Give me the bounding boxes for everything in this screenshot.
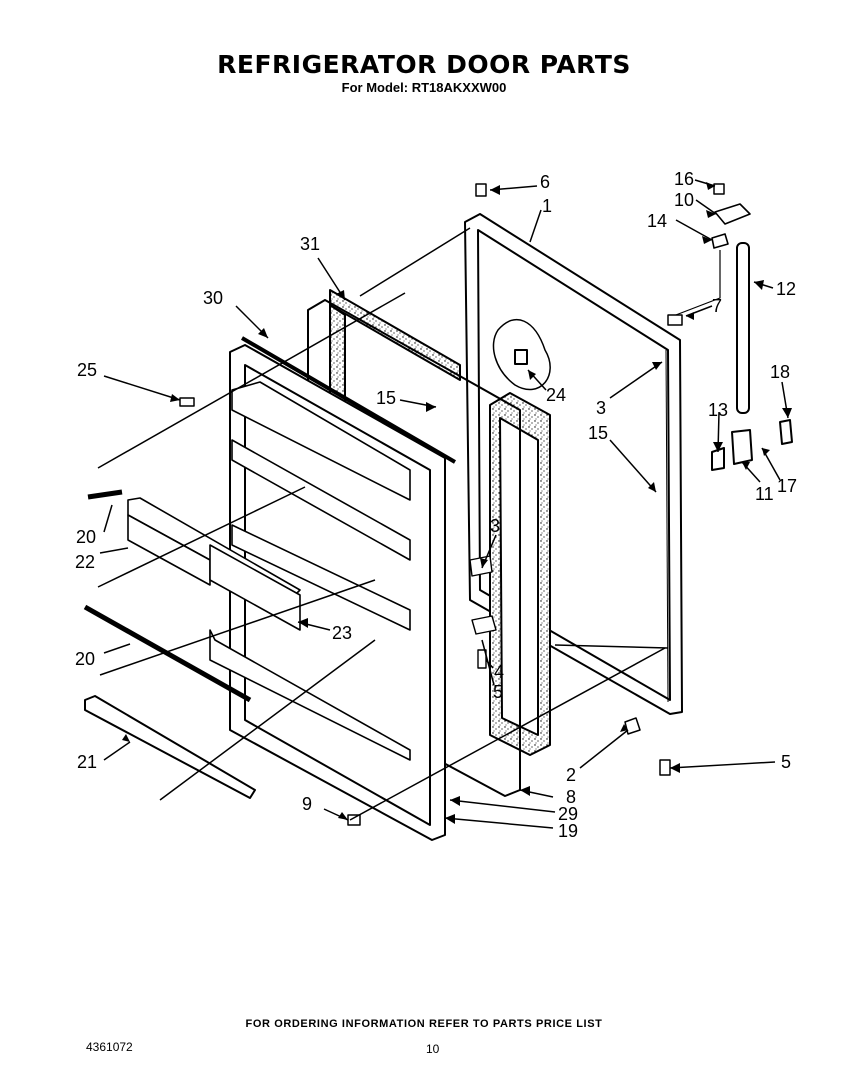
callout-15a: 15: [376, 388, 396, 408]
callout-15b: 15: [588, 423, 608, 443]
callout-29: 29: [558, 804, 578, 824]
model-subtitle: For Model: RT18AKXXW00: [341, 80, 507, 95]
hinge-cover-rod: [736, 242, 750, 414]
callout-12: 12: [776, 279, 796, 299]
callout-9: 9: [302, 794, 312, 814]
inner-liner-shelves: [209, 381, 411, 761]
callout-25: 25: [77, 360, 97, 380]
callout-31: 31: [300, 234, 320, 254]
callout-21: 21: [77, 752, 97, 772]
callout-13: 13: [708, 400, 728, 420]
shelf-retainer-bar-upper: [87, 489, 123, 500]
callout-5a: 5: [493, 682, 503, 702]
callout-20a: 20: [76, 527, 96, 547]
top-hinge-assembly: [667, 203, 751, 319]
leader-arrowheads: [122, 182, 792, 824]
shelf-retainer-bar-middle: [83, 604, 252, 703]
page-title: REFRIGERATOR DOOR PARTS: [217, 50, 631, 79]
callout-14: 14: [647, 211, 667, 231]
hinge-bushing: [711, 447, 725, 471]
callout-5b: 5: [781, 752, 791, 772]
callout-10: 10: [674, 190, 694, 210]
callout-22: 22: [75, 552, 95, 572]
page-number: 10: [426, 1042, 440, 1056]
callout-6: 6: [540, 172, 550, 192]
hinge-cap: [779, 419, 793, 445]
ordering-info-note: FOR ORDERING INFORMATION REFER TO PARTS …: [245, 1018, 603, 1030]
callout-16: 16: [674, 169, 694, 189]
callout-11: 11: [755, 484, 774, 504]
door-stop-hardware: [469, 555, 497, 669]
callout-18: 18: [770, 362, 790, 382]
door-shelf-bottom: [84, 695, 256, 799]
callout-23: 23: [332, 623, 352, 643]
callout-30: 30: [203, 288, 223, 308]
callout-20b: 20: [75, 649, 95, 669]
callout-7: 7: [712, 296, 722, 316]
callout-2: 2: [566, 765, 576, 785]
callout-3b: 3: [490, 516, 500, 536]
callout-4: 4: [494, 662, 504, 682]
callout-19: 19: [558, 821, 578, 841]
breaker-strip: [240, 336, 457, 464]
door-bin-lower: [209, 544, 301, 631]
callout-8: 8: [566, 787, 576, 807]
callout-3a: 3: [596, 398, 606, 418]
lower-hinge-bracket: [731, 429, 753, 465]
callout-24: 24: [546, 385, 566, 405]
document-number: 4361072: [86, 1040, 133, 1054]
callout-17: 17: [777, 476, 797, 496]
callout-1: 1: [542, 196, 552, 216]
